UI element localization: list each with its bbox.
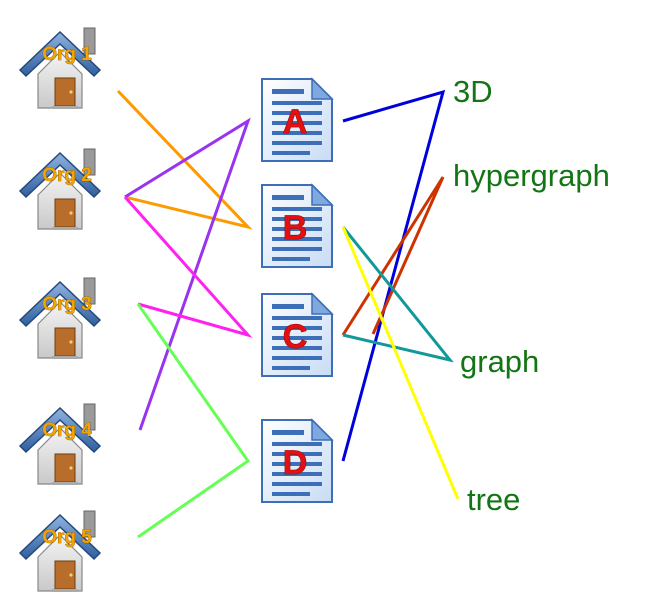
house-icon bbox=[19, 510, 101, 593]
org-node-2: Org 2 bbox=[19, 148, 101, 231]
hyperedges bbox=[116, 89, 460, 539]
document-label: A bbox=[283, 103, 308, 141]
org-label: Org 1 bbox=[42, 44, 92, 65]
document-node-d: D bbox=[261, 419, 333, 503]
org-label: Org 3 bbox=[42, 294, 92, 315]
house-icon bbox=[19, 403, 101, 486]
hyperedge-teal bbox=[341, 226, 454, 363]
org-node-1: Org 1 bbox=[19, 27, 101, 110]
org-node-5: Org 5 bbox=[19, 510, 101, 593]
hyperedge-magenta bbox=[123, 196, 253, 338]
house-icon bbox=[19, 27, 101, 110]
document-label: C bbox=[283, 318, 308, 356]
hyperedge-light-green bbox=[136, 303, 251, 539]
document-node-a: A bbox=[261, 78, 333, 162]
document-label: B bbox=[283, 209, 308, 247]
org-label: Org 5 bbox=[42, 527, 92, 548]
document-node-c: C bbox=[261, 293, 333, 377]
document-label: D bbox=[283, 444, 308, 482]
house-icon bbox=[19, 148, 101, 231]
tag-label-hypergraph: hypergraph bbox=[453, 158, 610, 193]
hyperedge-purple bbox=[124, 117, 251, 431]
hyperedge-dark-orange bbox=[341, 176, 445, 336]
tag-label-tree: tree bbox=[467, 482, 520, 517]
hyperedge-blue bbox=[341, 89, 446, 462]
hyperedge-orange bbox=[116, 89, 253, 230]
document-node-b: B bbox=[261, 184, 333, 268]
hyperedge-yellow bbox=[341, 226, 460, 500]
org-node-3: Org 3 bbox=[19, 277, 101, 360]
org-node-4: Org 4 bbox=[19, 403, 101, 486]
org-label: Org 2 bbox=[42, 165, 92, 186]
house-icon bbox=[19, 277, 101, 360]
tag-label-3d: 3D bbox=[453, 74, 493, 109]
org-label: Org 4 bbox=[42, 420, 92, 441]
tag-label-graph: graph bbox=[460, 344, 539, 379]
